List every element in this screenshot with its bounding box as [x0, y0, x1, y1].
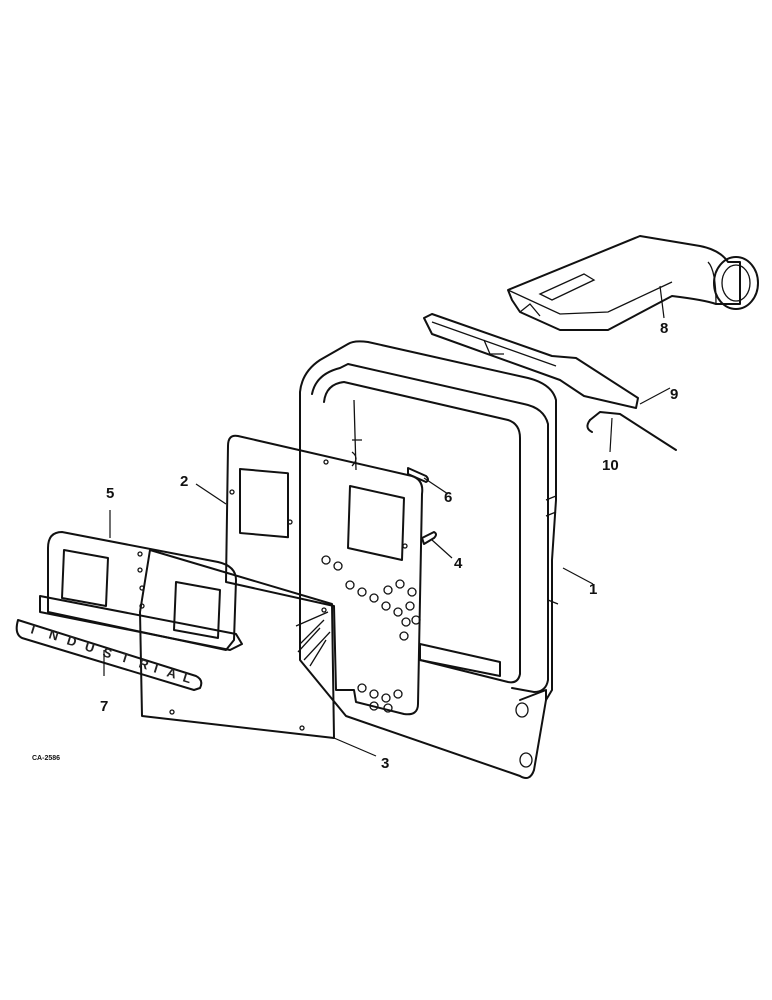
- emblem-letter: U: [83, 639, 96, 656]
- callout-1: 1: [589, 581, 597, 598]
- emblem-letter: D: [65, 633, 78, 650]
- inner-grille-plate: [225, 434, 424, 716]
- air-intake-duct: [507, 235, 759, 331]
- emblem-letter: N: [47, 627, 60, 644]
- industrial-emblem: I N D U S T R I A L: [15, 619, 203, 691]
- support-rod: [586, 411, 677, 451]
- callout-4: 4: [454, 555, 463, 572]
- grille-screen-panel: [139, 549, 335, 739]
- drawing-code: CA-2586: [32, 755, 60, 762]
- callout-6: 6: [444, 489, 452, 506]
- grille-pin-lower: [421, 531, 437, 545]
- radiator-shell: [299, 340, 559, 779]
- leader-lines: [103, 285, 671, 757]
- callout-8: 8: [660, 320, 668, 337]
- callout-2: 2: [180, 473, 188, 490]
- emblem-letter: I: [152, 661, 160, 676]
- callout-5: 5: [106, 485, 114, 502]
- emblem-letter: I: [29, 622, 37, 637]
- callout-10: 10: [602, 457, 619, 474]
- front-grille: [39, 531, 243, 651]
- radiator-baffle: [423, 313, 639, 409]
- grille-pin-upper: [407, 467, 429, 483]
- callout-9: 9: [670, 386, 678, 403]
- callout-7: 7: [100, 698, 108, 715]
- callout-3: 3: [381, 755, 389, 772]
